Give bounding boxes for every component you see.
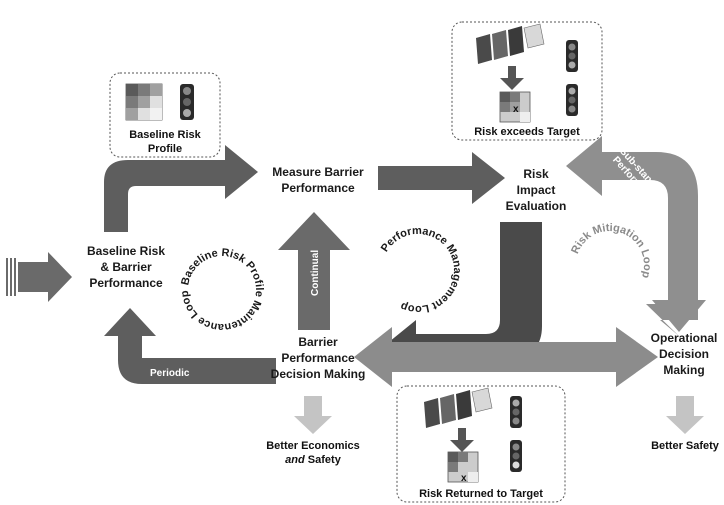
mitigation-loop-path: Risk Mitigation Loop — [569, 222, 653, 280]
arrow-substandard — [566, 136, 698, 336]
baseline-profile-box: Baseline Risk Profile — [109, 72, 221, 158]
traffic-light-icon — [180, 84, 194, 120]
svg-text:x: x — [513, 104, 519, 115]
arrow-substandard-head — [652, 300, 706, 332]
baseline-profile-line1: Baseline Risk — [129, 129, 201, 141]
node-baseline-line1: Baseline Risk — [87, 244, 165, 258]
node-barrier-decision-line2: Performance — [281, 351, 355, 365]
outcome-economics-line1: Better Economics — [266, 440, 360, 452]
barrier-blocks-icon — [424, 387, 493, 428]
arrow-measure-to-risk — [378, 152, 505, 204]
arrow-baseline-to-measure — [104, 145, 258, 232]
node-risk-eval: Risk Impact Evaluation — [506, 167, 567, 213]
baseline-profile-line2: Profile — [148, 143, 182, 155]
node-measure: Measure Barrier Performance — [272, 165, 364, 195]
arrow-risk-to-barrier — [384, 222, 542, 372]
node-operational: Operational Decision Making — [651, 331, 718, 377]
arrow-double-horizontal — [354, 327, 658, 387]
node-barrier-decision: Barrier Performance Decision Making — [271, 335, 366, 381]
node-measure-line2: Performance — [281, 181, 355, 195]
risk-returned-label: Risk Returned to Target — [419, 488, 543, 500]
arrow-better-economics — [294, 396, 332, 434]
continual-label: Continual — [310, 250, 321, 296]
outcome-economics: Better Economics and Safety — [266, 440, 360, 466]
svg-text:x: x — [461, 473, 467, 484]
node-barrier-decision-line3: Decision Making — [271, 367, 366, 381]
risk-returned-box: x Risk Returned to Target — [396, 385, 566, 503]
risk-exceeds-label: Risk exceeds Target — [474, 126, 580, 138]
outcome-safety-word: Safety — [305, 454, 342, 466]
node-risk-eval-line2: Impact — [517, 183, 556, 197]
mitigation-loop-text: Risk Mitigation Loop — [569, 222, 653, 280]
outcome-safety: Better Safety — [651, 440, 720, 452]
maintenance-loop-path: Baseline Risk Profile Maintenance Loop — [179, 247, 265, 333]
outcome-economics-line2: and Safety — [285, 454, 342, 466]
node-baseline-line3: Performance — [89, 276, 163, 290]
node-operational-line3: Making — [663, 363, 704, 377]
node-risk-eval-line3: Evaluation — [506, 199, 567, 213]
traffic-light-icon — [566, 40, 578, 116]
risk-matrix-icon — [125, 83, 163, 121]
arrow-continual — [278, 212, 350, 330]
arrow-periodic — [104, 308, 276, 384]
arrow-better-safety — [666, 396, 704, 434]
node-risk-eval-line1: Risk — [523, 167, 549, 181]
node-operational-line1: Operational — [651, 331, 718, 345]
management-loop-text: Performance Management Loop — [379, 225, 463, 315]
entry-arrow — [6, 252, 72, 302]
management-loop-path: Performance Management Loop — [379, 225, 463, 315]
node-operational-line2: Decision — [659, 347, 709, 361]
traffic-light-icon — [510, 396, 522, 472]
barrier-blocks-icon — [476, 23, 545, 64]
node-measure-line1: Measure Barrier — [272, 165, 364, 179]
node-baseline-line2: & Barrier — [100, 260, 152, 274]
node-barrier-decision-line1: Barrier — [298, 335, 338, 349]
outcome-and: and — [285, 454, 305, 466]
risk-exceeds-box: x Risk exceeds Target — [451, 21, 603, 141]
risk-matrix-icon: x — [447, 451, 479, 484]
risk-matrix-icon: x — [499, 91, 531, 123]
node-baseline: Baseline Risk & Barrier Performance — [87, 244, 165, 290]
maintenance-loop-text: Baseline Risk Profile Maintenance Loop — [179, 247, 265, 333]
periodic-label: Periodic — [150, 368, 190, 379]
